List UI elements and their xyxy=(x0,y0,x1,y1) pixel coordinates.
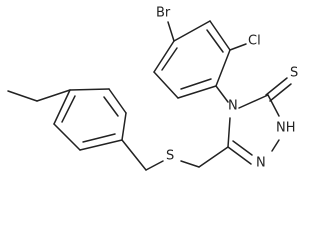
bond xyxy=(103,96,119,117)
bond xyxy=(53,123,81,151)
bond-s-ch2 xyxy=(145,160,164,171)
bond xyxy=(61,95,76,123)
bond xyxy=(215,49,231,87)
ring-nitrogen-1-label: N xyxy=(256,156,266,171)
bond-c-s-double xyxy=(269,83,292,102)
chemical-structure-diagram: Br Cl S N NH N S xyxy=(7,6,298,171)
triazole-ring xyxy=(227,94,280,165)
bond xyxy=(79,139,123,151)
bond xyxy=(238,94,269,109)
bond xyxy=(153,71,179,99)
bond-aryl-n4 xyxy=(215,85,229,103)
bond xyxy=(153,40,175,73)
bond xyxy=(161,47,178,71)
bond xyxy=(209,20,231,51)
bond-c-br xyxy=(167,21,175,42)
bond xyxy=(227,146,252,165)
bond xyxy=(267,94,280,117)
bond-ch2-s xyxy=(180,160,200,168)
bond-c-cl xyxy=(229,43,247,51)
bond-ch2-aryl xyxy=(121,139,147,171)
bond xyxy=(173,20,211,42)
bond xyxy=(69,88,110,91)
bond xyxy=(53,89,71,125)
bond-ring-ch2 xyxy=(198,146,229,168)
bond-c-s-double xyxy=(265,77,288,96)
bond xyxy=(177,85,217,99)
methylphenyl-ring xyxy=(53,88,127,151)
nh-group-label: NH xyxy=(276,121,296,136)
bromochlorophenyl-ring xyxy=(153,20,231,99)
bond xyxy=(227,117,231,148)
bond-methyl xyxy=(7,90,38,102)
bromine-atom-label: Br xyxy=(156,6,171,21)
thioether-sulfur-label: S xyxy=(166,149,174,164)
bond xyxy=(180,78,212,90)
bond xyxy=(108,88,127,114)
bond xyxy=(121,112,127,141)
bond-methyl xyxy=(36,89,71,102)
bond xyxy=(271,139,280,152)
ring-nitrogen-4-label: N xyxy=(228,99,238,114)
bond xyxy=(82,133,116,143)
bond xyxy=(232,140,253,156)
bond xyxy=(206,29,224,53)
thione-sulfur-label: S xyxy=(290,66,298,81)
chlorine-atom-label: Cl xyxy=(248,34,261,49)
